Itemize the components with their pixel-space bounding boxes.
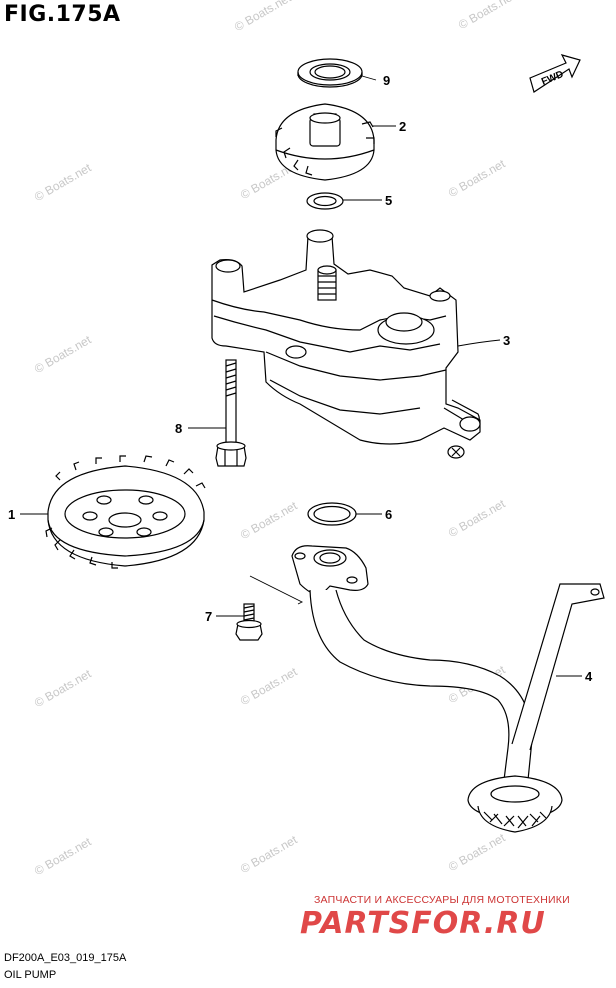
- driven-gear-part: [45, 455, 206, 569]
- promo-tagline: ЗАПЧАСТИ И АКСЕССУАРЫ ДЛЯ МОТОТЕХНИКИ: [314, 894, 570, 906]
- callout-labels: 9 2 5 3 8 1 6 7 4: [8, 73, 593, 684]
- callout-8: 8: [175, 421, 182, 436]
- oil-pump-body-part: [211, 229, 481, 459]
- callout-3: 3: [503, 333, 510, 348]
- callout-4: 4: [585, 669, 593, 684]
- figure-code: DF200A_E03_019_175A: [4, 952, 127, 964]
- figure-name: OIL PUMP: [4, 969, 57, 981]
- callout-2: 2: [399, 119, 406, 134]
- callout-7: 7: [205, 609, 212, 624]
- oil-strainer-part: [291, 545, 605, 833]
- callout-9: 9: [383, 73, 390, 88]
- callout-5: 5: [385, 193, 392, 208]
- long-bolt-part: [215, 359, 247, 467]
- inner-rotor-part: [275, 103, 375, 181]
- leader-lines: [20, 75, 582, 677]
- oil-seal-part: [297, 58, 363, 88]
- callout-1: 1: [8, 507, 15, 522]
- o-ring-part: [307, 502, 357, 526]
- o-ring-small-part: [306, 192, 344, 210]
- callout-6: 6: [385, 507, 392, 522]
- fwd-arrow-icon: FWD: [529, 54, 581, 93]
- figure-title: FIG.175A: [4, 2, 121, 27]
- promo-logo: PARTSFOR.RU: [300, 906, 546, 941]
- small-bolt-part: [235, 603, 263, 641]
